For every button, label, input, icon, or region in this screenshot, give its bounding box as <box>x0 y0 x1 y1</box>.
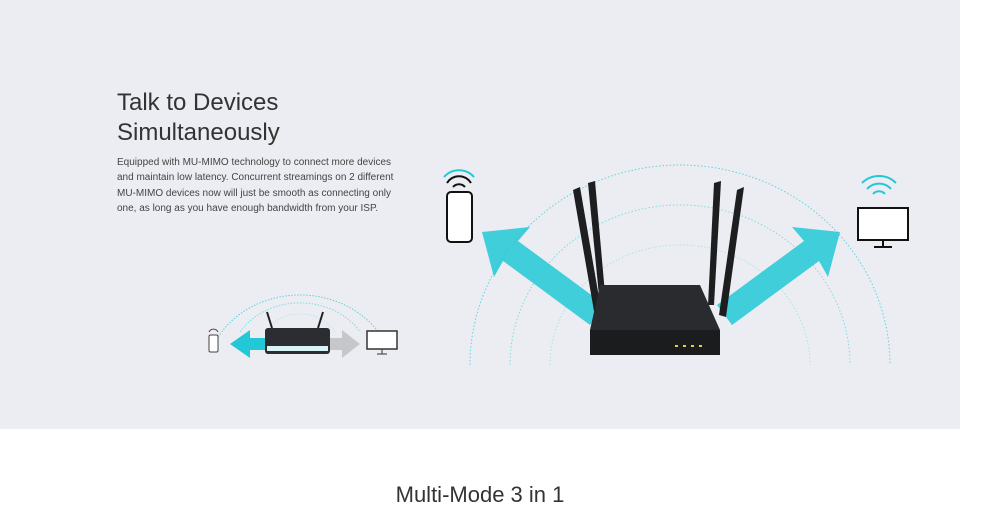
phone-icon <box>443 169 475 243</box>
monitor-icon <box>857 174 909 248</box>
mu-mimo-router-illustration <box>443 164 909 366</box>
router-body <box>590 285 720 355</box>
phone-icon <box>208 328 219 353</box>
feature-title: Talk to Devices Simultaneously <box>117 88 280 148</box>
feature-description: Equipped with MU-MIMO technology to conn… <box>117 157 394 214</box>
section-title-multi-mode: Multi-Mode 3 in 1 <box>395 482 565 507</box>
router-antennas <box>573 181 744 317</box>
arrow-to-phone <box>482 227 605 325</box>
single-user-mimo-illustration <box>208 294 398 358</box>
title-line-1: Talk to Devices <box>117 89 279 116</box>
arrow-to-monitor <box>717 227 840 325</box>
mu-mimo-feature-panel: Talk to Devices Simultaneously Equipped … <box>0 0 960 429</box>
title-line-2: Simultaneously <box>117 119 280 146</box>
monitor-icon <box>366 330 398 355</box>
